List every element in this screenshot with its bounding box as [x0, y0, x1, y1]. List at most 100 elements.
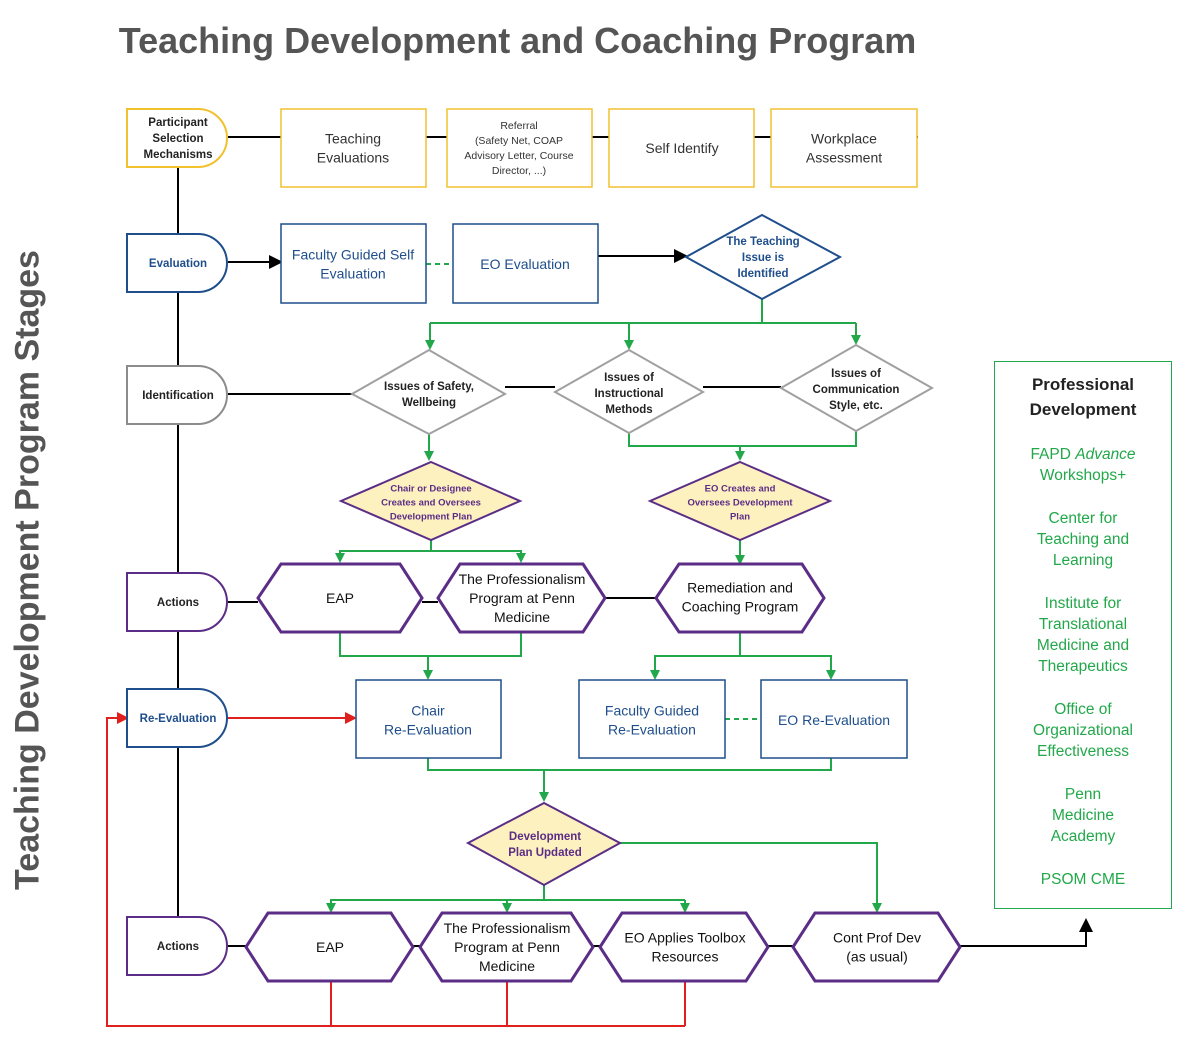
label-line: The Professionalism	[459, 571, 586, 587]
stage-evaluation: Evaluation	[126, 233, 228, 293]
label-line: EO Re-Evaluation	[778, 712, 890, 728]
professional-development-panel: Professional Development FAPD Advance Wo…	[994, 361, 1172, 909]
label-line: Plan Updated	[508, 847, 581, 859]
stage-label: Evaluation	[149, 258, 207, 270]
box-self-identify: Self Identify	[608, 108, 755, 188]
label-line: Development	[509, 831, 581, 843]
label-line: Development Plan	[390, 511, 473, 522]
label-line: Referral	[500, 120, 537, 132]
label-line: Identification	[142, 390, 214, 402]
label-line: (Safety Net, COAP	[475, 135, 563, 147]
label-line: Assessment	[806, 149, 882, 165]
stage-actions-1: Actions	[126, 572, 228, 632]
shape-label: EO Re-Evaluation	[778, 712, 890, 728]
hexagon-eap-2: EAP	[244, 911, 415, 983]
label-line: Creates and Oversees	[381, 497, 481, 508]
label-line: Plan	[730, 511, 750, 522]
label-line: Chair	[411, 702, 445, 718]
label-line: Workplace	[811, 130, 877, 146]
label-line: Issues of Safety,	[384, 381, 474, 393]
label-line: Re-Evaluation	[384, 721, 472, 737]
label-line: Instructional	[594, 388, 663, 400]
page-title: Teaching Development and Coaching Progra…	[118, 20, 917, 61]
label-line: Selection	[152, 133, 203, 145]
shape-label: EO Evaluation	[480, 256, 570, 272]
label-line: Remediation and	[687, 579, 793, 595]
label-line: Evaluations	[317, 149, 389, 165]
label-line: Chair or Designee	[390, 483, 471, 494]
label-line: Oversees Development	[687, 497, 793, 508]
label-line: Re-Evaluation	[140, 713, 217, 725]
label-line: The Teaching	[726, 236, 799, 248]
pd-item: PSOM CME	[1040, 871, 1126, 888]
label-line: Identified	[737, 268, 788, 280]
label-line: EAP	[316, 939, 344, 955]
label-line: Director, ...)	[492, 165, 546, 177]
label-line: EO Creates and	[705, 483, 776, 494]
label-line: Evaluation	[149, 258, 207, 270]
stage-actions-2: Actions	[126, 916, 228, 976]
label-line: Faculty Guided	[605, 702, 699, 718]
professional-development-title: Professional Development	[1029, 375, 1137, 419]
shape-label: Self Identify	[645, 140, 718, 156]
label-line: Actions	[157, 941, 199, 953]
stage-identification: Identification	[126, 365, 228, 425]
label-line: Communication	[813, 384, 900, 396]
label-line: Wellbeing	[402, 397, 456, 409]
hexagon-eap: EAP	[256, 562, 424, 634]
stage-label: Actions	[157, 597, 199, 609]
label-line: Methods	[605, 404, 652, 416]
label-line: Coaching Program	[682, 598, 799, 614]
box-eo-re-evaluation: EO Re-Evaluation	[760, 679, 908, 759]
stage-label: Re-Evaluation	[140, 713, 217, 725]
shape-label: EAP	[326, 590, 354, 606]
pd-item: Center for Teaching and Learning	[1036, 510, 1130, 569]
shape-label: EAP	[316, 939, 344, 955]
label-line: Cont Prof Dev	[833, 929, 921, 945]
stage-re-evaluation: Re-Evaluation	[126, 688, 228, 748]
box-eo-evaluation: EO Evaluation	[452, 223, 599, 304]
label-line: Issues of	[831, 368, 881, 380]
label-line: Style, etc.	[829, 400, 883, 412]
label-line: EAP	[326, 590, 354, 606]
label-line: The Professionalism	[444, 920, 571, 936]
label-line: Resources	[652, 948, 719, 964]
label-line: Evaluation	[320, 265, 385, 281]
label-line: Faculty Guided Self	[292, 246, 414, 262]
stage-label: Identification	[142, 390, 214, 402]
label-line: EO Applies Toolbox	[624, 929, 745, 945]
label-line: Medicine	[494, 609, 550, 625]
pd-item-fapd: FAPD Advance Workshops+	[1030, 446, 1136, 484]
label-line: Issue is	[742, 252, 784, 264]
pd-item: Office of Organizational Effectiveness	[1033, 701, 1133, 760]
pd-item: Penn Medicine Academy	[1050, 786, 1116, 845]
label-line: Participant	[148, 117, 208, 129]
shape-label: Cont Prof Dev(as usual)	[833, 929, 921, 964]
hexagon-cont-prof-dev: Cont Prof Dev(as usual)	[791, 911, 962, 983]
shape-label: Issues of Safety, Wellbeing	[384, 381, 474, 409]
label-line: Teaching	[325, 130, 381, 146]
